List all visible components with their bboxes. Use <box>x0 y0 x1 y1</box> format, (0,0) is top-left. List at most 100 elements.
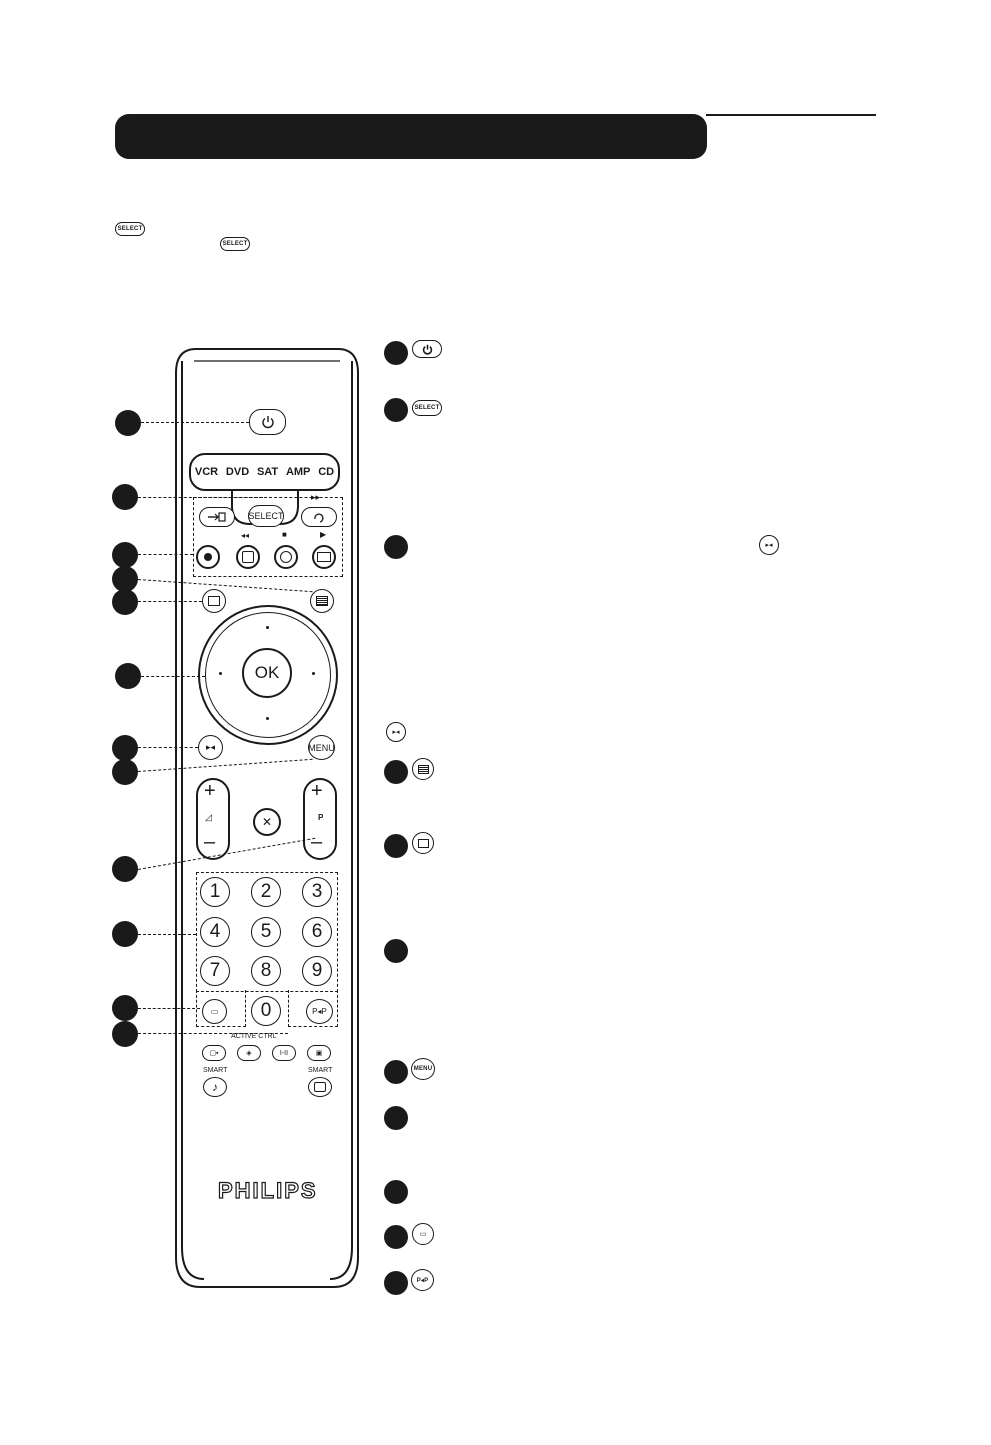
legend-previous-program-icon: ▭ <box>412 1223 434 1245</box>
callout-marker <box>112 542 138 568</box>
swap-button[interactable] <box>301 507 337 527</box>
smart-picture-button[interactable] <box>308 1077 332 1097</box>
input-icon <box>208 512 226 522</box>
volume-icon: ◿ <box>205 812 212 822</box>
intro-select-icon: SELECT <box>115 222 145 236</box>
legend-teletext-icon <box>412 758 434 780</box>
nav-up[interactable] <box>266 626 269 629</box>
nav-ring[interactable] <box>205 612 331 738</box>
pip-group <box>288 990 338 1027</box>
digit-6[interactable]: 6 <box>302 917 332 947</box>
legend-marker <box>384 760 408 784</box>
pip-button[interactable]: P◂P <box>306 999 333 1024</box>
digit-2[interactable]: 2 <box>251 877 281 907</box>
swap-icon <box>314 513 324 523</box>
callout-marker <box>112 735 138 761</box>
volume-rocker[interactable] <box>196 778 230 860</box>
program-label: P <box>318 813 324 822</box>
callout-line <box>138 497 263 498</box>
digit-group <box>196 872 338 992</box>
digit-7[interactable]: 7 <box>200 956 230 986</box>
callout-line <box>138 934 196 935</box>
philips-logo: PHILIPS <box>217 1177 318 1203</box>
mute-icon: ✕ <box>261 815 273 829</box>
color-button-blue[interactable] <box>312 545 336 569</box>
legend-marker <box>384 834 408 858</box>
subtitle-icon <box>317 552 331 562</box>
callout-marker <box>112 566 138 592</box>
power-button[interactable] <box>249 409 286 435</box>
select-button[interactable]: SELECT <box>248 505 284 527</box>
digit-9[interactable]: 9 <box>302 956 332 986</box>
digit-4[interactable]: 4 <box>200 917 230 947</box>
teletext-button[interactable] <box>310 589 334 613</box>
menu-button[interactable]: MENU <box>308 735 335 760</box>
legend-marker <box>384 1106 408 1130</box>
source-dvd[interactable]: DVD <box>225 466 250 478</box>
pause-icon: ▸◂ <box>205 742 216 752</box>
program-down[interactable]: – <box>311 831 323 853</box>
mute-button[interactable]: ✕ <box>253 808 281 836</box>
color-button-green[interactable] <box>236 545 260 569</box>
callout-line <box>138 747 198 748</box>
play-icon: ▶ <box>320 530 327 539</box>
source-amp[interactable]: AMP <box>285 466 311 478</box>
active-control-button[interactable]: ◈ <box>237 1045 261 1061</box>
power-icon <box>261 416 274 429</box>
previous-program-button[interactable]: ▭ <box>202 999 227 1024</box>
digit-5[interactable]: 5 <box>251 917 281 947</box>
screen-format-button[interactable]: ▣ <box>307 1045 331 1061</box>
header-rule <box>706 114 876 116</box>
legend-marker <box>384 535 408 559</box>
program-rocker[interactable] <box>303 778 337 860</box>
smart-sound-button[interactable]: ♪ <box>203 1077 227 1097</box>
source-sat[interactable]: SAT <box>256 466 279 478</box>
digit-3[interactable]: 3 <box>302 877 332 907</box>
callout-marker <box>112 995 138 1021</box>
legend-menu-icon: MENU <box>411 1058 435 1080</box>
teletext-icon <box>316 596 328 606</box>
ok-button[interactable]: OK <box>242 648 292 698</box>
nav-right[interactable] <box>312 672 315 675</box>
source-vcr[interactable]: VCR <box>194 466 219 478</box>
sound-mode-button[interactable]: I-II <box>272 1045 296 1061</box>
dual-screen-icon: ▢▪ <box>209 1050 219 1057</box>
callout-marker <box>112 1021 138 1047</box>
callout-marker <box>112 589 138 615</box>
nav-down[interactable] <box>266 717 269 720</box>
rewind-icon: ◂◂ <box>241 531 250 540</box>
source-cd[interactable]: CD <box>318 466 335 478</box>
color-button-yellow[interactable] <box>274 545 298 569</box>
legend-marker <box>384 1225 408 1249</box>
callout-line <box>138 1033 288 1034</box>
intro-select-icon-2: SELECT <box>220 237 250 251</box>
digit-0[interactable]: 0 <box>251 996 281 1026</box>
legend-pause-icon: ▸◂ <box>759 535 779 555</box>
header-bar <box>115 114 707 159</box>
legend-marker <box>384 398 408 422</box>
dual-screen-button[interactable]: ▢▪ <box>202 1045 226 1061</box>
callout-line <box>141 676 205 677</box>
legend-marker <box>384 939 408 963</box>
previous-program-icon: ▭ <box>210 1007 219 1016</box>
pause-button[interactable]: ▸◂ <box>198 735 223 760</box>
transport-group <box>193 497 343 577</box>
digit-1[interactable]: 1 <box>200 877 230 907</box>
callout-marker <box>112 484 138 510</box>
av-button[interactable] <box>199 507 235 527</box>
digit-8[interactable]: 8 <box>251 956 281 986</box>
legend-pip-icon: P◂P <box>411 1269 434 1291</box>
volume-up[interactable]: + <box>204 780 216 802</box>
record-button[interactable] <box>196 545 220 569</box>
active-ctrl-label: ACTIVE CTRL <box>231 1033 277 1040</box>
source-labels: VCR DVD SAT AMP CD <box>191 455 338 489</box>
volume-down[interactable]: – <box>204 831 216 853</box>
program-up[interactable]: + <box>311 780 323 802</box>
callout-line <box>138 601 202 602</box>
info-icon <box>208 596 220 606</box>
nav-left[interactable] <box>219 672 222 675</box>
callout-marker <box>115 410 141 436</box>
legend-info-icon <box>412 832 434 854</box>
info-button[interactable] <box>202 589 226 613</box>
legend-pause-icon-2: ▸◂ <box>386 722 406 742</box>
